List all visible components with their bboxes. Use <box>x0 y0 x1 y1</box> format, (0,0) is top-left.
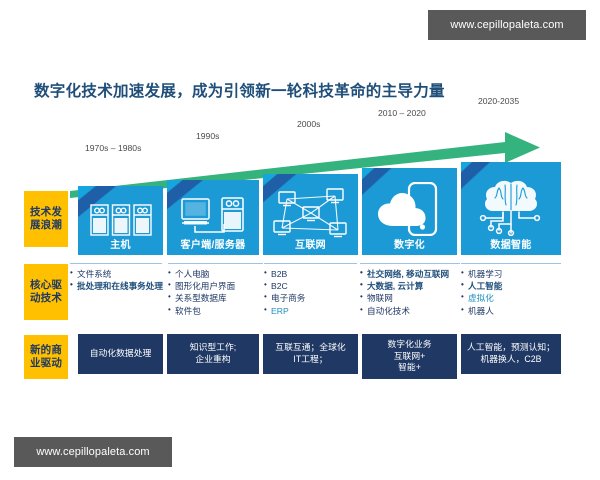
tech-list-internet: B2B B2C 电子商务 ERP <box>264 263 357 317</box>
watermark-bottom-text: www.cepillopaleta.com <box>36 446 150 458</box>
driver-card-digitalization[interactable]: 数字化业务 互联网+ 智能+ <box>362 334 457 379</box>
tech-item: B2C <box>264 279 357 292</box>
brain-circuit-icon <box>461 176 561 236</box>
driver-card-mainframe[interactable]: 自动化数据处理 <box>78 334 163 374</box>
tech-item: B2B <box>264 267 357 280</box>
tech-list-mainframe: 文件系统 批处理和在线事务处理 <box>70 263 163 292</box>
tech-item: 虚拟化 <box>461 291 561 304</box>
tech-list-digitalization: 社交网络, 移动互联网 大数据, 云计算 物联网 自动化技术 <box>360 263 460 317</box>
era-label-1: 1970s – 1980s <box>85 143 142 153</box>
driver-line: IT工程； <box>293 354 328 364</box>
server-rack-icon <box>78 202 163 238</box>
tech-item: 机器人 <box>461 304 561 317</box>
wave-card-digitalization[interactable]: 数字化 <box>362 168 457 255</box>
tech-item: 机器学习 <box>461 267 561 280</box>
era-label-5: 2020-2035 <box>478 96 520 106</box>
era-label-4: 2010 – 2020 <box>378 108 426 118</box>
tech-list-client-server: 个人电脑 图形化用户界面 关系型数据库 软件包 <box>168 263 263 317</box>
wave-card-label-3: 互联网 <box>295 240 326 251</box>
driver-line: 互联网+ <box>393 350 426 361</box>
wave-card-data-intelligence[interactable]: 数据智能 <box>461 162 561 255</box>
driver-line: 自动化数据处理 <box>89 348 152 359</box>
tech-item: 批处理和在线事务处理 <box>70 279 163 292</box>
tech-item: 社交网络, 移动互联网 <box>360 267 460 280</box>
tech-item: 个人电脑 <box>168 267 263 280</box>
wave-card-label-1: 主机 <box>110 240 131 251</box>
driver-line: 知识型工作; <box>189 342 237 353</box>
tech-item: 软件包 <box>168 304 263 317</box>
driver-line: 数字化业务 <box>387 338 432 349</box>
tech-item: 电子商务 <box>264 291 357 304</box>
row-label-core-technologies: 核心驱 动技术 <box>24 264 68 320</box>
driver-line: 互联互通；全球化 <box>275 342 346 353</box>
driver-line: 人工智能，预测认知； <box>467 342 555 353</box>
tech-item: ERP <box>264 304 357 317</box>
wave-card-client-server[interactable]: 客户端/服务器 <box>167 180 259 255</box>
row-label-1-line1: 技术发 <box>29 205 63 218</box>
divider <box>360 263 460 264</box>
watermark-top: www.cepillopaleta.com <box>428 10 586 40</box>
wave-card-label-5: 数据智能 <box>490 240 532 251</box>
driver-card-client-server[interactable]: 知识型工作; 企业重构 <box>167 334 259 374</box>
row-label-3-line1: 新的商 <box>29 343 63 356</box>
tech-item: 文件系统 <box>70 267 162 280</box>
driver-card-internet[interactable]: 互联互通；全球化 IT工程； <box>263 334 358 374</box>
row-label-2-line1: 核心驱 <box>29 278 63 291</box>
era-label-2: 1990s <box>196 131 220 141</box>
divider <box>70 263 162 264</box>
wave-card-background <box>263 174 358 255</box>
tech-list-data-intelligence: 机器学习 人工智能 虚拟化 机器人 <box>461 263 561 317</box>
tech-item: 自动化技术 <box>360 304 460 317</box>
driver-line: 机器换人，C2B <box>480 354 542 364</box>
desktop-server-icon <box>167 196 259 236</box>
divider <box>264 263 357 264</box>
tech-item: 人工智能 <box>461 279 561 292</box>
divider <box>168 263 263 264</box>
row-label-1-line2: 展浪潮 <box>29 219 63 231</box>
tech-item: 大数据, 云计算 <box>360 279 460 292</box>
row-label-3-line2: 业驱动 <box>29 357 63 369</box>
driver-line: 企业重构 <box>195 354 231 364</box>
row-label-2-line2: 动技术 <box>29 292 63 304</box>
watermark-bottom: www.cepillopaleta.com <box>14 437 172 467</box>
tech-item: 图形化用户界面 <box>168 279 263 292</box>
driver-card-data-intelligence[interactable]: 人工智能，预测认知； 机器换人，C2B <box>461 334 561 374</box>
wave-card-label-4: 数字化 <box>394 240 425 251</box>
era-label-3: 2000s <box>297 119 321 129</box>
wave-card-label-2: 客户端/服务器 <box>180 240 246 251</box>
page-title: 数字化技术加速发展，成为引领新一轮科技革命的主导力量 <box>34 83 445 100</box>
row-label-technology-waves: 技术发 展浪潮 <box>24 191 68 247</box>
driver-line: 智能+ <box>398 362 421 373</box>
tech-item: 关系型数据库 <box>168 291 263 304</box>
watermark-top-text: www.cepillopaleta.com <box>450 19 564 31</box>
network-nodes-icon <box>263 188 358 238</box>
cloud-mobile-icon <box>362 182 457 236</box>
tech-item: 物联网 <box>360 291 460 304</box>
row-label-business-drivers: 新的商 业驱动 <box>24 335 68 379</box>
divider <box>461 263 561 264</box>
wave-card-internet[interactable]: 互联网 <box>263 174 358 255</box>
wave-card-mainframe[interactable]: 主机 <box>78 186 163 255</box>
